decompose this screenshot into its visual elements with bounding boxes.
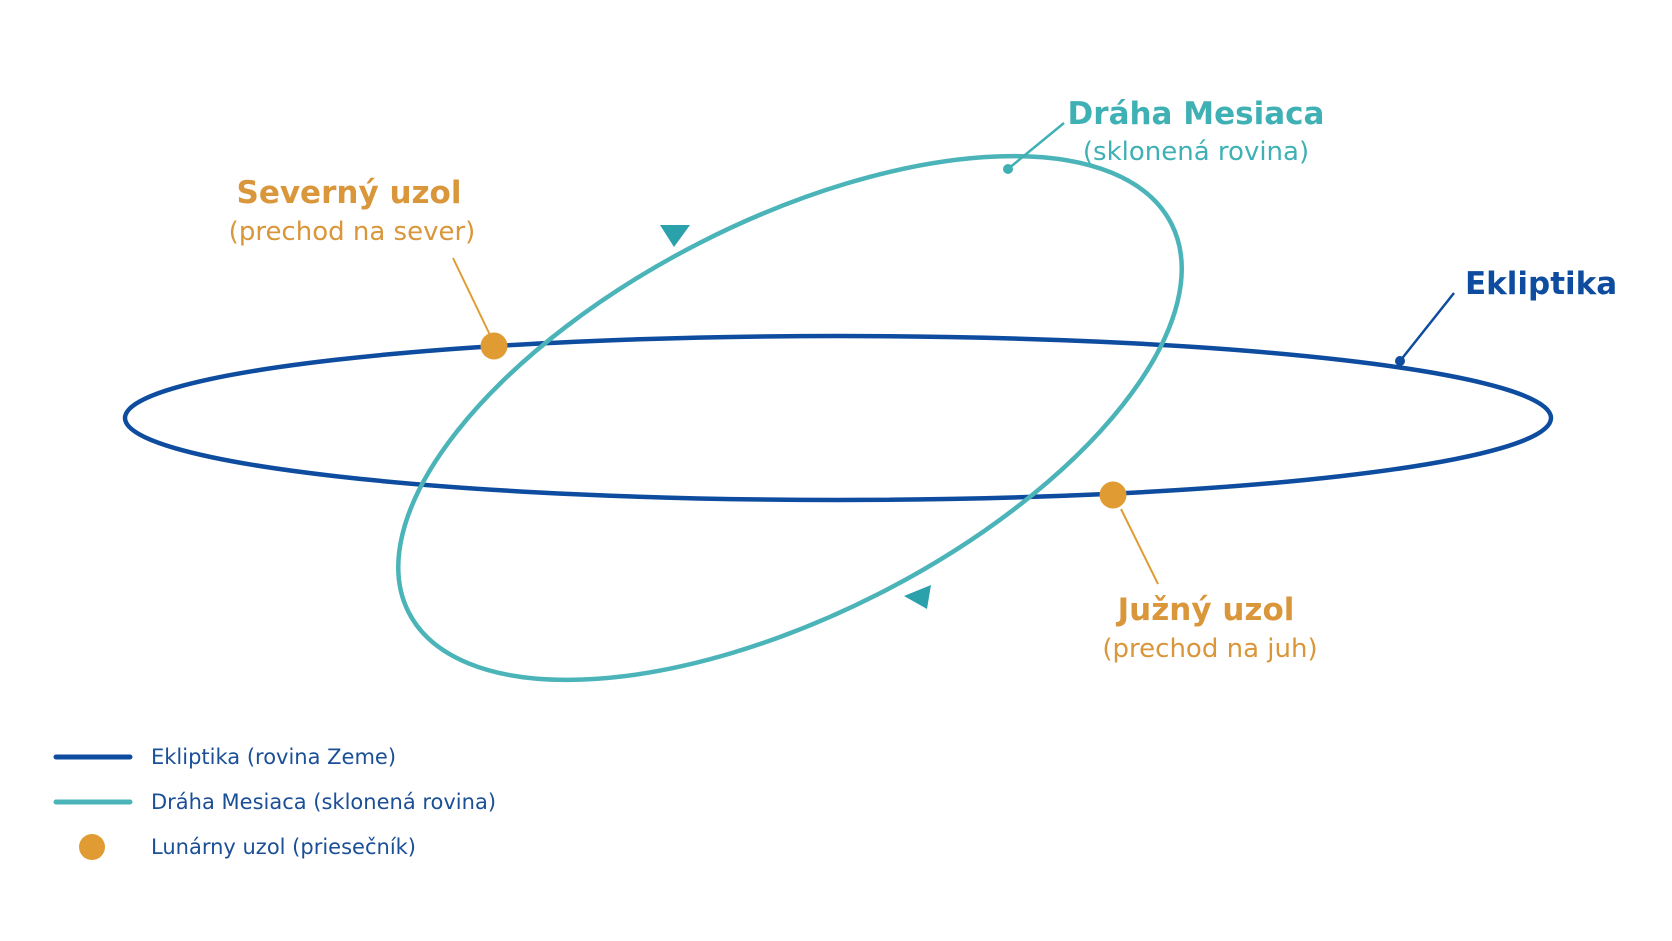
moon-label-leader-dot (1003, 164, 1013, 174)
ecliptic-label-leader-dot (1395, 356, 1405, 366)
north-node-dot (480, 332, 508, 360)
moon-orbit (396, 153, 1184, 683)
moon-orbit-arrow-lower (904, 585, 931, 609)
legend-node-label: Lunárny uzol (priesečník) (151, 835, 416, 859)
south-node-subtitle: (prechod na juh) (1102, 634, 1317, 664)
legend-node-swatch (79, 834, 105, 860)
moon-label-leader (1007, 122, 1065, 170)
moon-orbit-arrow-upper (660, 225, 690, 247)
south-node-leader (1120, 508, 1159, 585)
north-node-leader (452, 257, 491, 336)
ecliptic-label-leader (1399, 292, 1455, 362)
moon-orbit-subtitle: (sklonená rovina) (1083, 137, 1309, 167)
north-node-subtitle: (prechod na sever) (229, 217, 476, 247)
ecliptic-orbit (122, 333, 1554, 503)
legend: Ekliptika (rovina Zeme) Dráha Mesiaca (s… (53, 745, 496, 860)
south-node-dot (1099, 481, 1127, 509)
legend-ecliptic-label: Ekliptika (rovina Zeme) (151, 745, 396, 769)
south-node-title: Južný uzol (1116, 592, 1295, 628)
moon-orbit-title: Dráha Mesiaca (1068, 96, 1325, 132)
legend-moon-label: Dráha Mesiaca (sklonená rovina) (151, 790, 496, 814)
north-node-title: Severný uzol (237, 175, 462, 211)
ecliptic-title: Ekliptika (1465, 266, 1617, 302)
